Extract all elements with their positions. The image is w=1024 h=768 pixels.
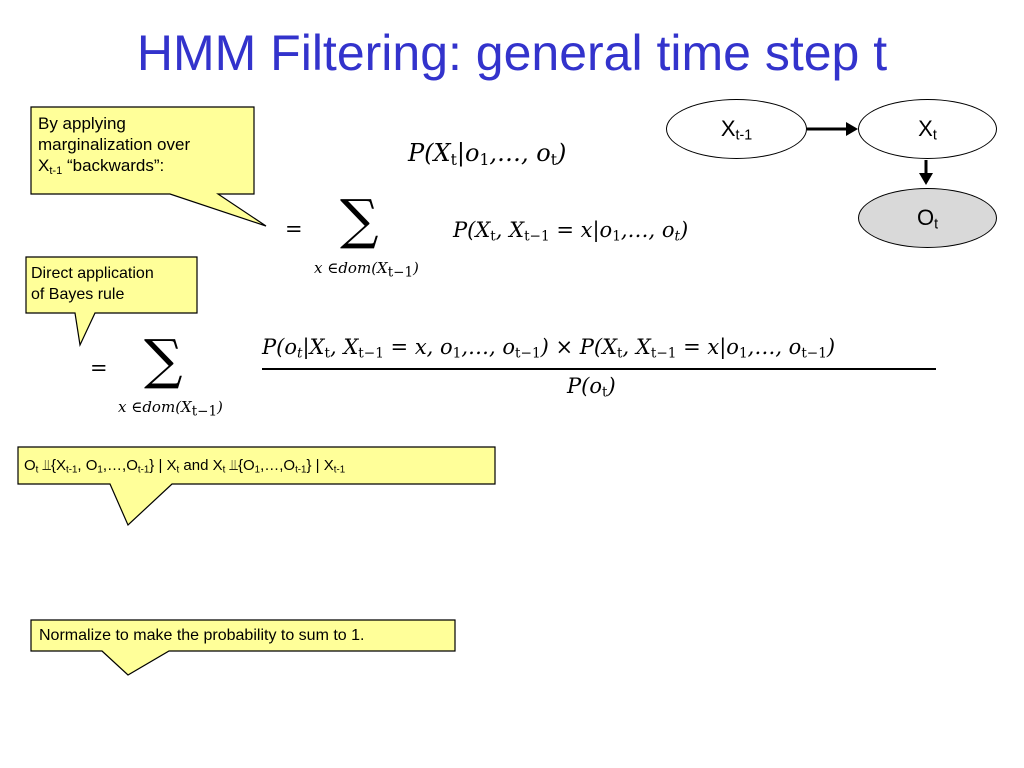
fraction-bar [262, 368, 936, 370]
slide-title: HMM Filtering: general time step t [136, 25, 888, 81]
sigma-symbol: ∑ [340, 188, 379, 251]
callout2-line2: of Bayes rule [31, 286, 125, 303]
node-o-t: Ot [858, 188, 997, 248]
equation-bayes-denominator: P(ot) [567, 374, 616, 401]
callout-normalize-text: Normalize to make the probability to sum… [39, 627, 365, 644]
sum-index: x ∈dom(Xt−1) [118, 398, 223, 420]
equation-marginalization-equals: = [285, 217, 303, 241]
callout1-line1: By applying [38, 114, 126, 133]
sigma-symbol: ∑ [144, 328, 183, 391]
equation-target: P(Xt|o1,…, ot) [408, 139, 567, 169]
equation-bayes-equals: = [90, 356, 108, 380]
sum-index: x ∈dom(Xt−1) [314, 259, 419, 281]
callout1-line2: marginalization over [38, 135, 191, 154]
node-x-t-minus-1: Xt-1 [666, 99, 807, 159]
callout1-line3: Xt-1 “backwards”: [38, 156, 165, 177]
callout-independence-text: Ot ⫫{Xt-1, O1,…,Ot-1} | Xt and Xt ⫫{O1,…… [24, 457, 346, 476]
callout-bayes-text: Direct application of Bayes rule [31, 263, 201, 305]
node-x-t: Xt [858, 99, 997, 159]
equation-bayes-numerator: P(ot|Xt, Xt−1 = x, o1,…, ot−1) × P(Xt, X… [262, 335, 836, 362]
callout2-line1: Direct application [31, 265, 154, 282]
equation-marginalization-term: P(Xt, Xt−1 = x|o1,…, ot) [453, 218, 689, 245]
callout-marginalization-text: By applying marginalization over Xt-1 “b… [38, 113, 253, 176]
